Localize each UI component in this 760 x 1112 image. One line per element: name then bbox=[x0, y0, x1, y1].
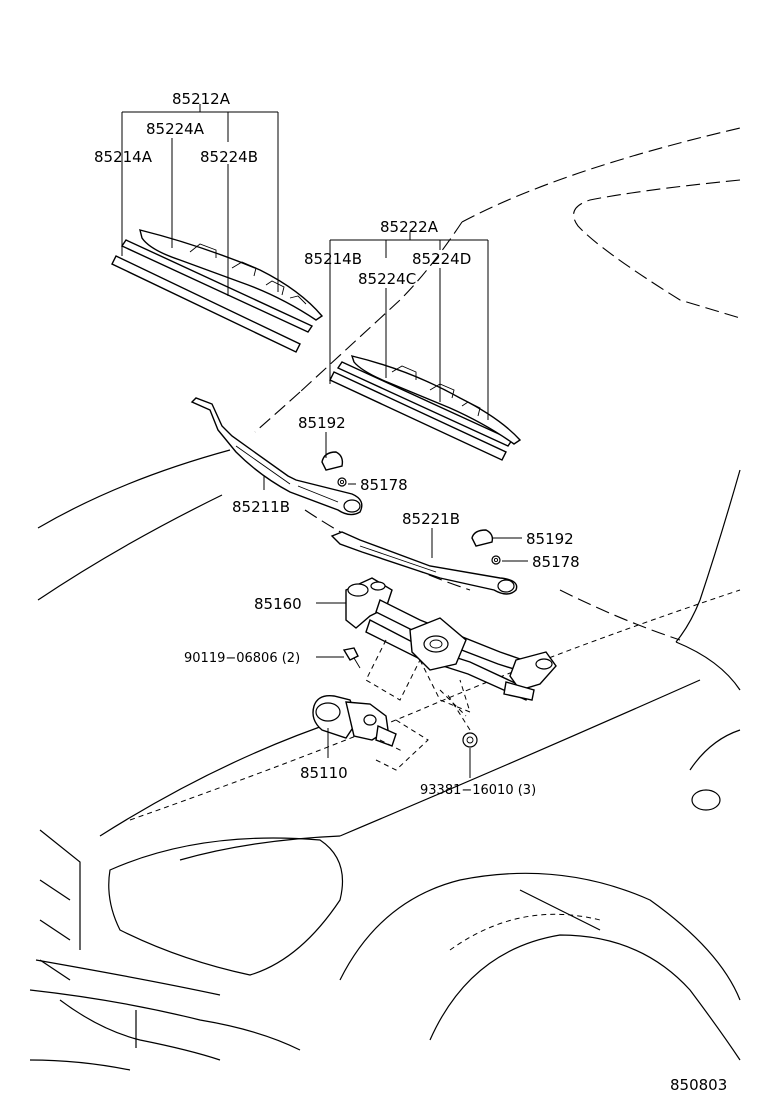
wiper-blade-driver bbox=[111, 229, 324, 353]
label-85224D: 85224D bbox=[412, 250, 471, 268]
label-85178-passenger: 85178 bbox=[532, 553, 580, 571]
label-85110: 85110 bbox=[300, 764, 348, 782]
label-85192-passenger: 85192 bbox=[526, 530, 574, 548]
wiper-link-assembly bbox=[345, 577, 557, 717]
pivot-cap-passenger bbox=[471, 529, 494, 547]
nut-driver bbox=[337, 477, 347, 487]
bolt-90119 bbox=[342, 647, 361, 669]
leader-lines bbox=[121, 104, 528, 778]
label-85214A: 85214A bbox=[94, 148, 153, 166]
vehicle-body-outline bbox=[29, 127, 741, 1071]
wiper-arm-driver bbox=[190, 397, 363, 516]
wiper-arm-passenger bbox=[330, 531, 518, 595]
label-85211B: 85211B bbox=[232, 498, 290, 516]
wiper-blade-passenger bbox=[329, 355, 522, 461]
label-85222A: 85222A bbox=[380, 218, 439, 236]
pivot-cap-driver bbox=[321, 451, 344, 471]
part-labels: 85212A 85224A 85214A 85224B 85222A 85214… bbox=[94, 90, 727, 1094]
label-85224A: 85224A bbox=[146, 120, 205, 138]
label-85221B: 85221B bbox=[402, 510, 460, 528]
label-90119: 90119−06806 (2) bbox=[184, 651, 300, 666]
label-85178-driver: 85178 bbox=[360, 476, 408, 494]
label-85212A: 85212A bbox=[172, 90, 231, 108]
label-85224B: 85224B bbox=[200, 148, 258, 166]
label-85224C: 85224C bbox=[358, 270, 416, 288]
label-85192-driver: 85192 bbox=[298, 414, 346, 432]
figure-number: 850803 bbox=[670, 1076, 727, 1094]
washer-93381 bbox=[445, 691, 478, 748]
wiper-motor bbox=[312, 695, 429, 771]
label-93381: 93381−16010 (3) bbox=[420, 783, 536, 798]
nut-passenger bbox=[491, 555, 501, 565]
label-85214B: 85214B bbox=[304, 250, 362, 268]
label-85160: 85160 bbox=[254, 595, 302, 613]
